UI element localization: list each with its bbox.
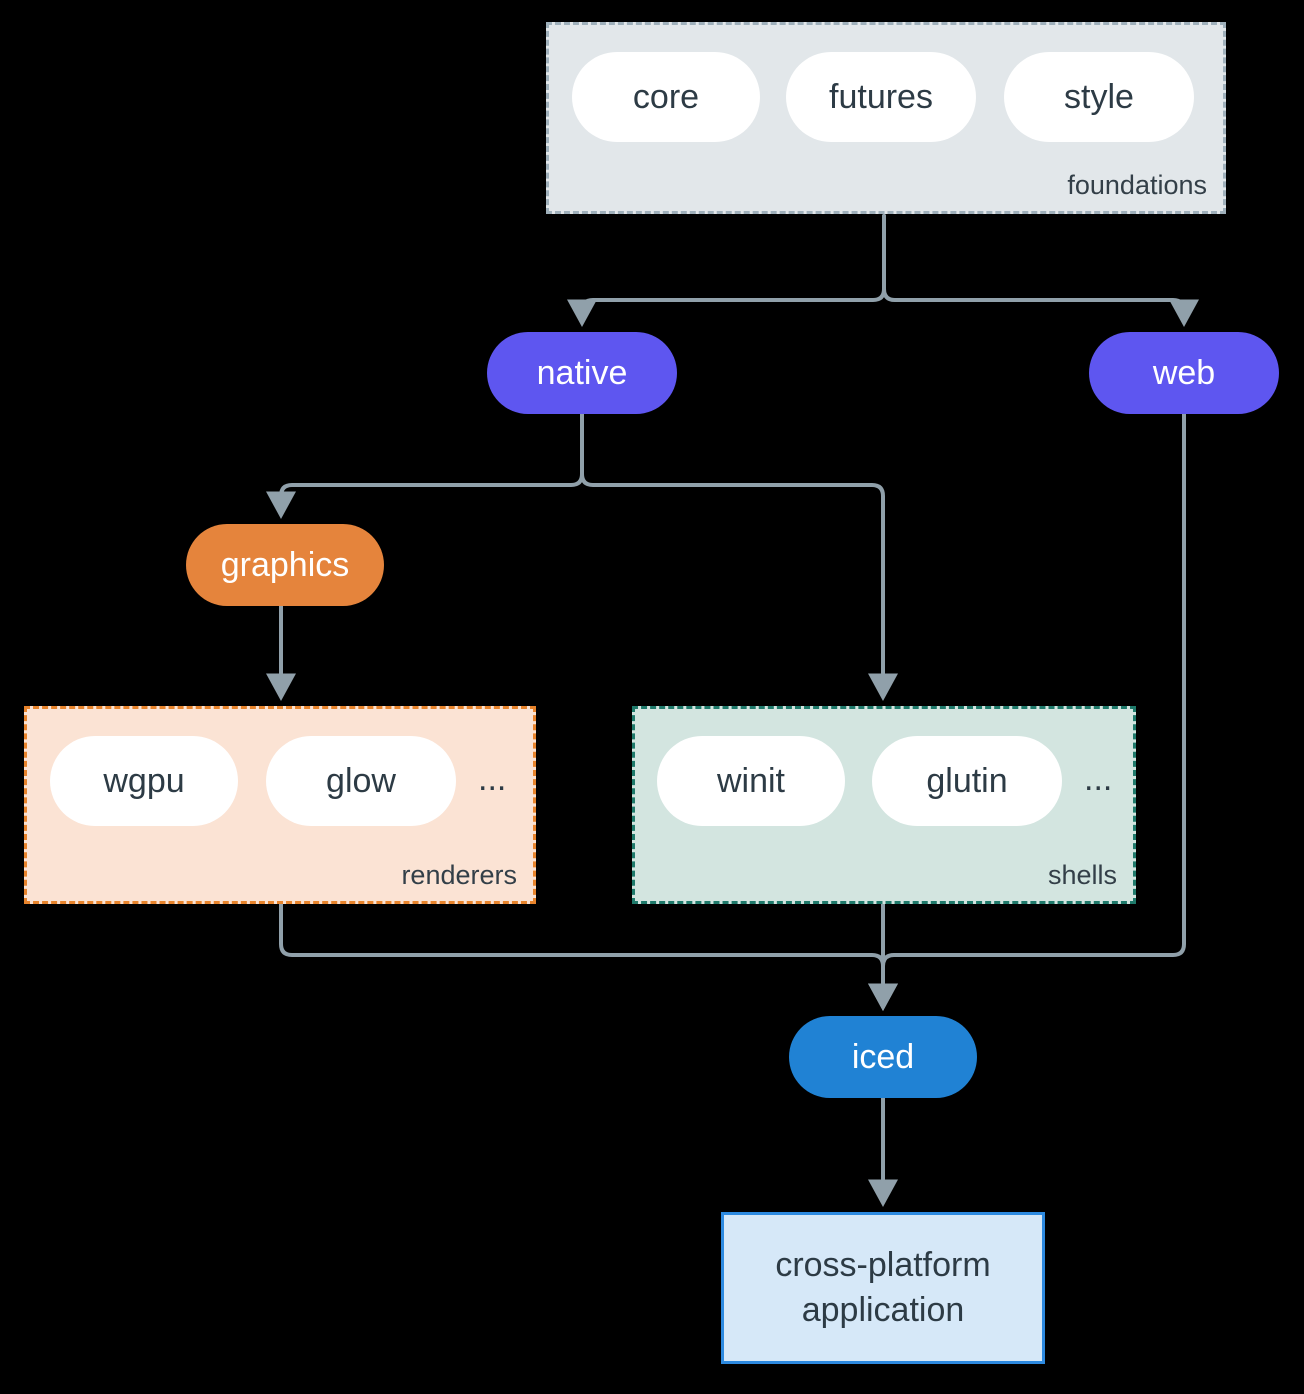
cluster-shells-label: shells	[1047, 860, 1117, 890]
node-cross-platform-application[interactable]: cross-platform application	[721, 1212, 1045, 1364]
node-futures-label: futures	[829, 77, 933, 116]
cluster-foundations-label: foundations	[1067, 170, 1207, 200]
edge-foundations-web	[882, 214, 1199, 327]
renderers-ellipsis: ...	[478, 760, 507, 798]
edge-foundations-native	[567, 214, 886, 327]
node-core[interactable]: core	[572, 52, 760, 142]
node-iced-label: iced	[851, 1037, 915, 1076]
edge-native-graphics	[266, 412, 584, 519]
node-web[interactable]: web	[1089, 332, 1279, 414]
node-glutin[interactable]: glutin	[872, 736, 1062, 826]
node-graphics-label: graphics	[220, 545, 350, 584]
application-label-line1: cross-platform	[775, 1246, 991, 1285]
node-winit-label: winit	[716, 761, 786, 800]
node-glutin-label: glutin	[926, 761, 1008, 800]
cluster-renderers-label: renderers	[401, 860, 517, 890]
node-futures[interactable]: futures	[786, 52, 976, 142]
node-wgpu[interactable]: wgpu	[50, 736, 238, 826]
node-iced[interactable]: iced	[789, 1016, 977, 1098]
node-style-label: style	[1064, 77, 1134, 116]
edge-renderers-iced	[279, 902, 898, 1011]
node-glow[interactable]: glow	[266, 736, 456, 826]
node-graphics[interactable]: graphics	[186, 524, 384, 606]
shells-ellipsis: ...	[1084, 760, 1113, 798]
node-style[interactable]: style	[1004, 52, 1194, 142]
node-wgpu-label: wgpu	[103, 761, 185, 800]
node-web-label: web	[1152, 353, 1216, 392]
node-native-label: native	[536, 353, 628, 392]
node-core-label: core	[632, 77, 700, 116]
application-label-line2: application	[801, 1291, 965, 1329]
node-glow-label: glow	[326, 761, 396, 800]
node-winit[interactable]: winit	[657, 736, 845, 826]
edge-native-shells	[580, 412, 898, 701]
node-native[interactable]: native	[487, 332, 677, 414]
